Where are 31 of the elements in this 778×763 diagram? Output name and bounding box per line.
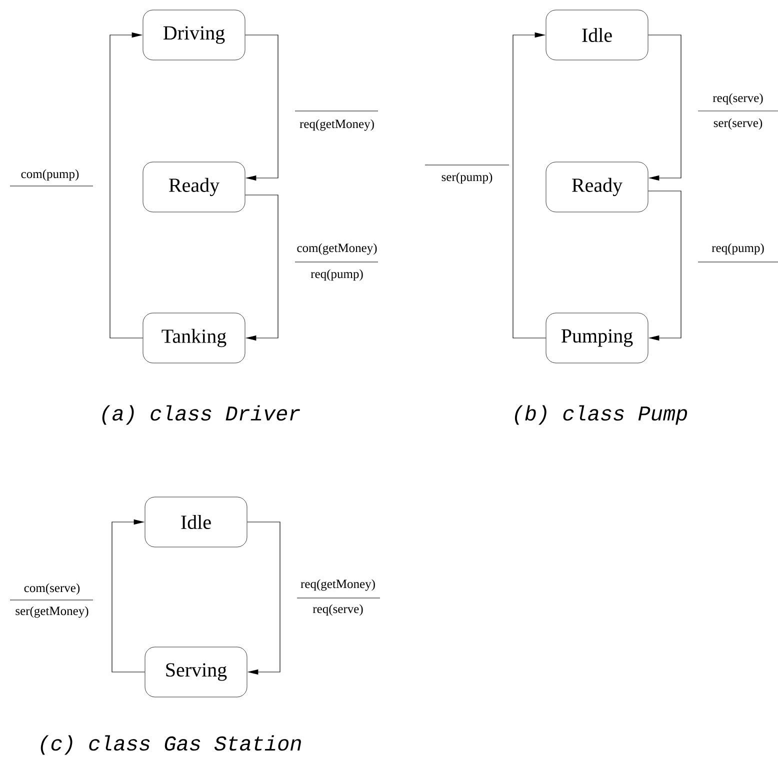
state-box: Ready xyxy=(142,162,246,212)
arrow xyxy=(648,190,682,341)
subfigure-caption: (c) class Gas Station xyxy=(40,735,301,755)
arrow xyxy=(112,519,146,672)
action-label: req(pump) xyxy=(310,269,363,281)
state-box: Ready xyxy=(546,162,648,212)
arrow xyxy=(244,34,278,181)
action-label: ser(serve) xyxy=(714,118,762,130)
arrow xyxy=(244,194,278,341)
arrow xyxy=(648,34,682,181)
edge-label: req(pump) xyxy=(712,243,764,255)
action-label: ser(getMoney) xyxy=(16,606,88,618)
state-box: Pumping xyxy=(546,312,648,364)
edge-label: req(getMoney) xyxy=(300,579,375,591)
subfigure-caption: (a) class Driver xyxy=(102,405,300,425)
state-box: Driving xyxy=(142,10,246,60)
action-label: req(serve) xyxy=(312,604,363,616)
state-box: Serving xyxy=(144,646,248,698)
state-box: Idle xyxy=(144,496,248,548)
edge-label: com(serve) xyxy=(24,583,80,595)
edge-label: com(getMoney) xyxy=(297,243,377,255)
arrow xyxy=(512,32,546,338)
edge-label: req(serve) xyxy=(712,93,763,105)
edge-label: com(pump) xyxy=(21,169,79,181)
arrow xyxy=(110,32,144,338)
state-box: Idle xyxy=(546,10,648,60)
edge-label: ser(pump) xyxy=(442,172,492,184)
state-box: Tanking xyxy=(142,312,246,364)
arrow xyxy=(246,522,280,675)
edge-label: req(getMoney) xyxy=(300,119,374,131)
subfigure-caption: (b) class Pump xyxy=(514,405,688,425)
